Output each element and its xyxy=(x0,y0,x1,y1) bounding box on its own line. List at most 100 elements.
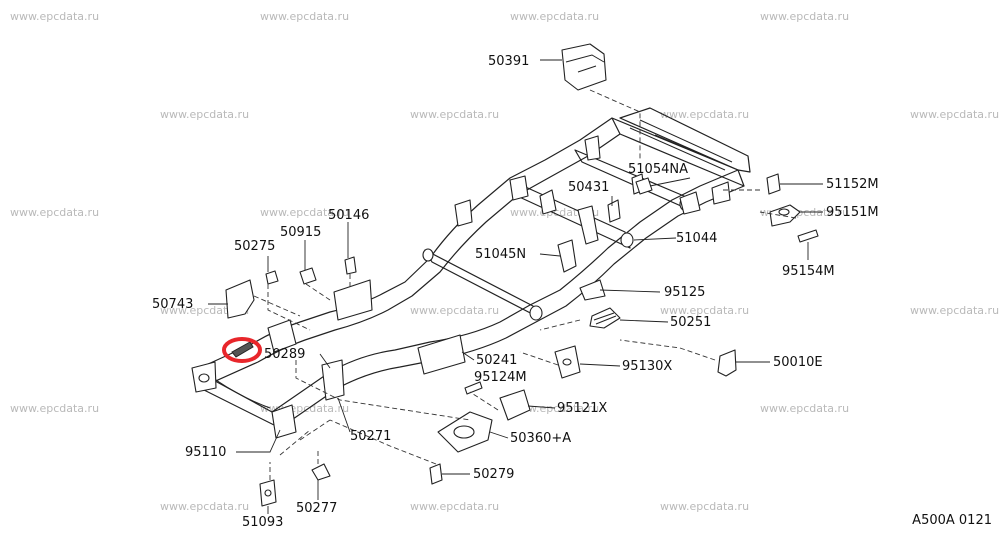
part-50743-bracket xyxy=(225,279,255,319)
leader-line xyxy=(649,177,691,187)
assembly-dash-lines xyxy=(253,89,797,480)
watermark: www.epcdata.ru xyxy=(410,108,500,121)
part-50360a-hole xyxy=(453,425,475,439)
part-50391-mount xyxy=(561,43,607,91)
frame-mount xyxy=(711,181,731,205)
part-labels: 50391 51054NA 51152M 95151M 95154M 50431… xyxy=(152,54,879,530)
part-label-95125: 95125 xyxy=(664,285,705,300)
part-label-95110: 95110 xyxy=(185,445,226,460)
part-label-50289: 50289 xyxy=(264,347,305,362)
part-50251-pad xyxy=(589,307,621,329)
body-mount-bracket xyxy=(454,199,473,227)
watermark: www.epcdata.ru xyxy=(510,206,600,219)
leader-line xyxy=(619,319,669,323)
highlight-circle xyxy=(222,337,262,363)
part-label-50391: 50391 xyxy=(488,54,529,69)
part-50279 xyxy=(429,463,443,485)
dash-line xyxy=(253,295,301,317)
dash-line xyxy=(759,211,797,219)
part-label-50010e: 50010E xyxy=(773,355,823,370)
part-label-51045n: 51045N xyxy=(475,247,526,262)
watermark: www.epcdata.ru xyxy=(510,10,600,23)
part-50277 xyxy=(311,463,331,481)
right-frame-rail xyxy=(271,169,739,413)
crossmember-tube-end xyxy=(620,232,634,248)
dash-line xyxy=(469,391,499,411)
part-label-50146: 50146 xyxy=(328,208,369,223)
part-51045n-bracket xyxy=(557,239,577,273)
watermark: www.epcdata.ru xyxy=(160,108,250,121)
left-frame-rail-lower xyxy=(199,133,621,389)
dash-line xyxy=(295,360,471,421)
dash-line xyxy=(539,319,581,331)
watermark: www.epcdata.ru xyxy=(160,500,250,513)
watermark: www.epcdata.ru xyxy=(760,10,850,23)
dash-line xyxy=(329,419,437,465)
rear-crossmember-box xyxy=(619,107,751,173)
part-label-95124m: 95124M xyxy=(474,370,527,385)
part-95151m-bracket xyxy=(769,204,801,227)
watermark: www.epcdata.ru xyxy=(10,402,100,415)
leader-line xyxy=(337,397,351,433)
leader-line xyxy=(489,431,509,439)
engine-mount-bracket xyxy=(321,359,345,401)
leader-lines xyxy=(208,59,823,514)
bracket xyxy=(607,199,621,223)
part-95151m-hole xyxy=(778,208,790,216)
leader-line xyxy=(539,253,561,257)
crossmember-tube-end xyxy=(529,305,543,321)
leader-line xyxy=(236,429,281,453)
part-label-95151m: 95151M xyxy=(826,205,879,220)
part-51093-hole xyxy=(264,489,272,497)
body-mount-bracket xyxy=(509,175,529,201)
side-bracket xyxy=(333,279,373,321)
rear-crossmember xyxy=(611,117,745,187)
part-label-95121x: 95121X xyxy=(557,401,607,416)
leader-line xyxy=(633,237,677,241)
dash-line xyxy=(589,89,641,160)
part-label-50279: 50279 xyxy=(473,467,514,482)
watermark: www.epcdata.ru xyxy=(260,206,350,219)
frame-mount xyxy=(579,279,606,301)
bracket xyxy=(584,135,601,161)
watermark: www.epcdata.ru xyxy=(760,402,850,415)
part-51054na xyxy=(635,177,653,195)
loose-parts xyxy=(222,43,819,507)
part-label-95130x: 95130X xyxy=(622,359,672,374)
part-label-50251: 50251 xyxy=(670,315,711,330)
part-label-50915: 50915 xyxy=(280,225,321,240)
diagram-code: A500A 0121 xyxy=(912,513,992,528)
part-label-50277: 50277 xyxy=(296,501,337,516)
leader-line xyxy=(599,289,661,293)
engine-mount-bracket xyxy=(267,319,297,353)
frame-mount xyxy=(679,191,701,215)
part-50915 xyxy=(299,267,317,285)
part-label-51044: 51044 xyxy=(676,231,717,246)
part-label-50275: 50275 xyxy=(234,239,275,254)
part-50251-detail xyxy=(593,312,617,325)
part-50146 xyxy=(344,256,357,275)
leader-line xyxy=(579,363,621,367)
part-50391-detail xyxy=(565,54,605,73)
right-frame-rail-lower xyxy=(279,185,745,429)
part-label-50241: 50241 xyxy=(476,353,517,368)
part-label-51054na: 51054NA xyxy=(628,162,688,177)
leader-line xyxy=(527,405,556,409)
side-reinforcement xyxy=(417,334,466,375)
highlighted-part xyxy=(231,341,254,358)
frame-mounts xyxy=(191,135,731,439)
watermark: www.epcdata.ru xyxy=(510,402,600,415)
leader-line xyxy=(319,353,331,369)
part-label-95154m: 95154M xyxy=(782,264,835,279)
part-label-50271: 50271 xyxy=(350,429,391,444)
bracket xyxy=(539,189,557,215)
dash-line xyxy=(619,339,716,361)
watermark: www.epcdata.ru xyxy=(260,10,350,23)
bracket xyxy=(577,205,599,245)
dash-line xyxy=(267,284,311,331)
part-label-50360a: 50360+A xyxy=(510,431,571,446)
watermark: www.epcdata.ru xyxy=(410,304,500,317)
part-label-51093: 51093 xyxy=(242,515,283,530)
part-95124m-strip xyxy=(464,381,483,395)
